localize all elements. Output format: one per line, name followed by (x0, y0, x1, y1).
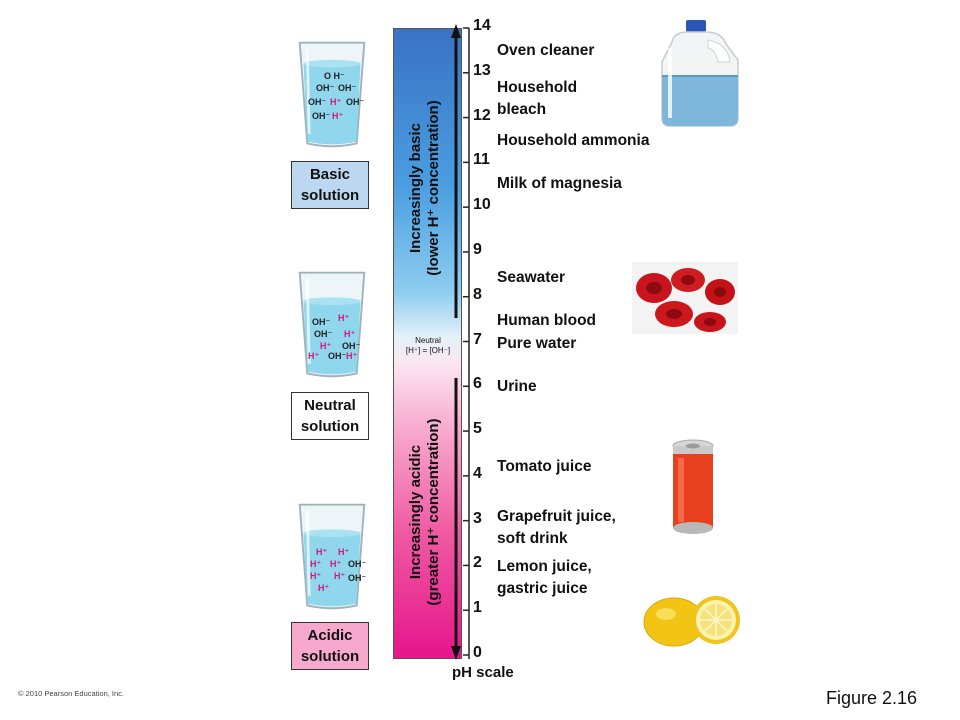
hydroxide-ion-label: OH⁻ (342, 341, 361, 351)
ph-scale-axis (451, 24, 470, 660)
neutral-note-title: Neutral (415, 336, 441, 345)
bleach-bottle-icon (661, 20, 739, 127)
hydrogen-ion-label: H⁺ (316, 547, 328, 557)
neutral-note: Neutral [H⁺] = [OH⁻] (395, 336, 461, 356)
ph-tick-label: 1 (473, 599, 482, 617)
hydroxide-ion-label: OH⁻ (316, 83, 335, 93)
neutral-note-equation: [H⁺] = [OH⁻] (405, 346, 451, 355)
human-blood-label: Human blood (497, 312, 597, 329)
hydrogen-ion-label: H⁺ (330, 559, 342, 569)
urine-label: Urine (497, 378, 537, 395)
hydrogen-ion-label: H⁺ (310, 559, 322, 569)
ph-tick-label: 11 (473, 151, 490, 169)
hydrogen-ion-label: H⁺ (320, 341, 332, 351)
hydrogen-ion-label: H⁺ (318, 583, 330, 593)
ph-tick-label: 12 (473, 106, 491, 124)
basic-arrow-head (451, 24, 461, 38)
ph-tick-label: 7 (473, 330, 482, 348)
ph-tick-label: 10 (473, 196, 491, 214)
ph-scale-label: pH scale (452, 664, 514, 681)
oven-cleaner-label: Oven cleaner (497, 42, 595, 59)
basic-solution-label: Basic solution (291, 161, 369, 209)
hydrogen-ion-label: H⁺ (332, 111, 344, 121)
hydrogen-ion-label: H⁺ (338, 547, 350, 557)
hydroxide-ion-label: OH⁻ (348, 559, 367, 569)
seawater-label: Seawater (497, 269, 566, 286)
hydrogen-ion-label: H⁺ (344, 329, 356, 339)
milk-of-magnesia-label: Milk of magnesia (497, 175, 622, 192)
ph-tick-label: 13 (473, 61, 491, 79)
beaker-neutral: H⁺OH⁻OH⁻H⁺H⁺OH⁻H⁺OH⁻H⁺ (294, 268, 374, 384)
hydroxide-ion-label: O H⁻ (324, 71, 345, 81)
copyright-notice: © 2010 Pearson Education, Inc. (18, 689, 125, 698)
ph-tick-label: 4 (473, 464, 482, 482)
hydroxide-ion-label: OH⁻ (328, 351, 347, 361)
grapefruit-juice-label: Grapefruit juice, soft drink (497, 508, 616, 547)
ph-tick-label: 6 (473, 375, 482, 393)
beaker-basic: O H⁻OH⁻OH⁻OH⁻H⁺OH⁻OH⁻H⁺ (294, 38, 374, 154)
ph-gradient-bar (393, 28, 462, 659)
ph-tick-label: 5 (473, 420, 482, 438)
ph-tick-label: 9 (473, 240, 482, 258)
hydroxide-ion-label: OH⁻ (314, 329, 333, 339)
ph-tick-label: 2 (473, 554, 482, 572)
pure-water-label: Pure water (497, 335, 577, 352)
acidic-arrow-head (451, 646, 461, 660)
hydroxide-ion-label: OH⁻ (348, 573, 367, 583)
hydroxide-ion-label: OH⁻ (346, 97, 365, 107)
hydrogen-ion-label: H⁺ (346, 351, 358, 361)
tomato-juice-label: Tomato juice (497, 458, 592, 475)
beaker-neutral-glass (298, 271, 366, 378)
beaker-acidic: H⁺H⁺H⁺H⁺OH⁻H⁺H⁺OH⁻H⁺ (294, 500, 374, 616)
lemon-juice-label: Lemon juice, gastric juice (497, 558, 592, 597)
hydrogen-ion-label: H⁺ (330, 97, 342, 107)
hydroxide-ion-label: OH⁻ (338, 83, 357, 93)
hydroxide-ion-label: OH⁻ (312, 111, 331, 121)
acidic-solution-label: Acidic solution (291, 622, 369, 670)
hydrogen-ion-label: H⁺ (308, 351, 320, 361)
soda-can-icon (672, 439, 714, 534)
figure-caption: Figure 2.16 (826, 688, 918, 708)
ph-tick-label: 8 (473, 285, 482, 303)
increasingly-acidic-line1: Increasingly acidic (407, 444, 424, 580)
hydroxide-ion-label: OH⁻ (312, 317, 331, 327)
beaker-basic-glass (298, 41, 366, 148)
neutral-solution-label: Neutral solution (291, 392, 369, 440)
increasingly-basic-line1: Increasingly basic (407, 122, 424, 254)
ph-tick-label: 14 (473, 17, 491, 34)
hydrogen-ion-label: H⁺ (310, 571, 322, 581)
household-ammonia-label: Household ammonia (497, 132, 650, 149)
hydroxide-ion-label: OH⁻ (308, 97, 327, 107)
red-blood-cells-icon (632, 262, 738, 334)
ph-tick-label: 0 (473, 644, 482, 661)
hydrogen-ion-label: H⁺ (338, 313, 350, 323)
ph-tick-label: 3 (473, 509, 482, 527)
lemon-icon (643, 596, 740, 647)
hydrogen-ion-label: H⁺ (334, 571, 346, 581)
beaker-acidic-glass (298, 503, 366, 610)
household-bleach-label: Household bleach (497, 79, 578, 118)
